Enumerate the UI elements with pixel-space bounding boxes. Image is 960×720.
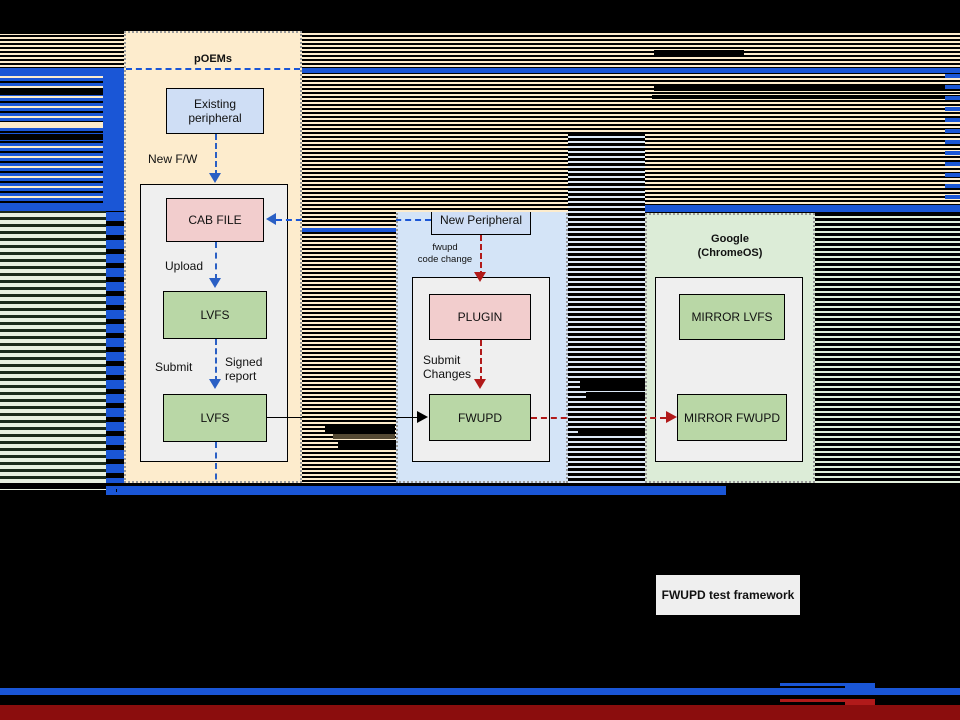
arrowhead-existing-to-cab — [209, 173, 221, 183]
edge-label-new-fw: New F/W — [148, 152, 198, 166]
panel-poems-title: pOEMs — [194, 53, 232, 65]
connector-fwupd-to-mirror-fwupd — [531, 417, 666, 419]
node-lvfs-submit[interactable]: LVFS — [163, 394, 267, 442]
arrowhead-lvfs-to-lvfs — [209, 379, 221, 389]
arrowhead-lvfs-to-fwupd — [417, 411, 428, 423]
node-lvfs-upload[interactable]: LVFS — [163, 291, 267, 339]
arrowhead-plugin-to-fwupd — [474, 379, 486, 389]
connector-lvfs-to-lvfs — [215, 339, 217, 382]
edge-label-fwupd-code-change: fwupd code change — [417, 242, 473, 265]
node-plugin[interactable]: PLUGIN — [429, 294, 531, 340]
fwupd-test-framework-box[interactable]: FWUPD test framework — [656, 575, 800, 615]
panel-plugin-developers-title: Plugin Developers/ Chipset Vendors — [432, 154, 532, 180]
arrowhead-cab-to-lvfs — [209, 278, 221, 288]
node-new-peripheral[interactable]: New Peripheral — [431, 205, 531, 235]
connector-newperipheral-to-plugin — [480, 235, 482, 277]
node-mirror-lvfs[interactable]: MIRROR LVFS — [679, 294, 785, 340]
node-existing-peripheral[interactable]: Existing peripheral — [166, 88, 264, 134]
edge-label-submit: Submit — [155, 360, 193, 374]
arrowhead-newperipheral-to-plugin — [474, 272, 486, 282]
edge-label-upload: Upload — [165, 259, 204, 273]
connector-lvfs-to-device — [215, 442, 217, 490]
arrowhead-newperipheral-to-cab — [266, 213, 276, 225]
edge-label-submit-changes: Submit Changes — [423, 353, 472, 381]
panel-google-chromeos-title: Google (ChromeOS) — [697, 233, 763, 259]
arrowhead-fwupd-to-mirror-fwupd — [666, 411, 677, 423]
connector-lvfs-to-fwupd — [267, 417, 417, 418]
connector-poems-top-dashed — [126, 68, 300, 70]
connector-existing-to-cab — [215, 134, 217, 176]
node-cab-file[interactable]: CAB FILE — [166, 198, 264, 242]
node-mirror-fwupd[interactable]: MIRROR FWUPD — [677, 394, 787, 441]
connector-plugin-to-fwupd — [480, 340, 482, 382]
node-fwupd[interactable]: FWUPD — [429, 394, 531, 441]
connector-cab-to-lvfs — [215, 242, 217, 280]
connector-newperipheral-to-cab — [276, 219, 431, 221]
edge-label-signed-report: Signed report — [225, 355, 263, 383]
